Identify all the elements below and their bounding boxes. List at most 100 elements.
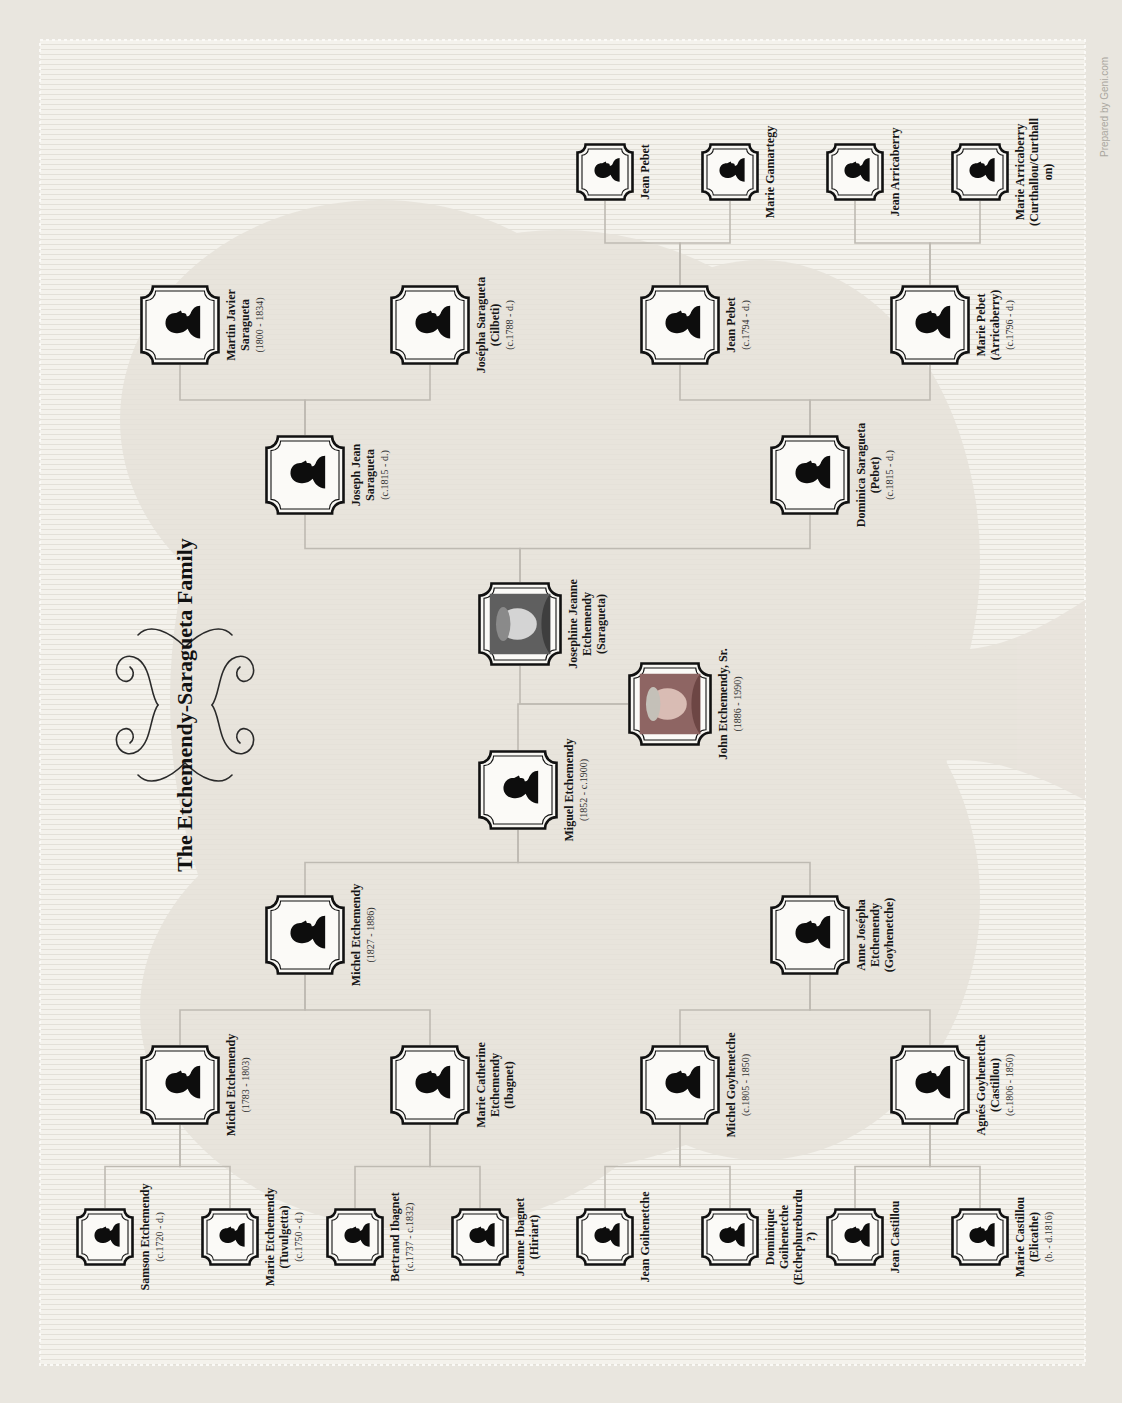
person-card: Jeanne Ibagnet (Hiriart): [451, 1183, 542, 1291]
life-dates: (c.1805 - 1850): [740, 1029, 752, 1141]
frame-outline: [772, 437, 849, 514]
life-dates: (c.1794 - d.): [740, 269, 752, 381]
frame-inner: [146, 1051, 214, 1119]
portrait-frame: [201, 1208, 259, 1266]
parent-link: [680, 365, 810, 435]
person-name: Josephine Jeanne Etchemendy (Saragueta): [567, 564, 608, 684]
watermark: Prepared by Geni.com: [1099, 57, 1110, 157]
portrait-photo: [490, 594, 550, 654]
frame-graphic: [890, 285, 970, 365]
person-name: Anne Josépha Etchemendy (Goyhenetche): [855, 879, 896, 991]
silhouette: [94, 1223, 119, 1247]
frame-graphic: [451, 1208, 509, 1266]
parent-link: [180, 1125, 230, 1208]
silhouette: [969, 158, 994, 182]
portrait-frame: [701, 1208, 759, 1266]
portrait-frame: [451, 1208, 509, 1266]
person-card: Miguel Etchemendy(1852 - c.1900): [478, 730, 589, 850]
parent-link: [305, 515, 520, 582]
frame-graphic: [951, 1208, 1009, 1266]
person-card: Jean Arricaberry: [826, 118, 903, 226]
frame-inner: [582, 149, 628, 195]
parent-link: [305, 365, 430, 435]
person-name: Martin Javier Saragueta: [225, 269, 253, 381]
person-name: Jean Pebet: [639, 118, 653, 226]
portrait-frame: [576, 143, 634, 201]
life-dates: (c.1737 - c.1832): [404, 1183, 416, 1291]
person-name: Jean Pebet: [725, 269, 739, 381]
silhouette: [844, 158, 869, 182]
frame-outline: [392, 1047, 469, 1124]
silhouette: [795, 916, 830, 949]
silhouette: [795, 456, 830, 489]
person-card: Jean Pebet(c.1794 - d.): [640, 269, 751, 381]
frame-graphic: [390, 285, 470, 365]
person-name: Bertrand Ibagnet: [389, 1183, 403, 1291]
parent-link: [810, 365, 930, 435]
parent-link: [680, 1125, 730, 1208]
person-card: Jean Castillou: [826, 1183, 903, 1291]
portrait-frame: [701, 143, 759, 201]
silhouette: [165, 1066, 200, 1099]
frame-graphic: [76, 1208, 134, 1266]
person-name: Agnés Goyhenetche (Castillou): [975, 1029, 1003, 1141]
life-dates: (c.1720 - d.): [154, 1183, 166, 1291]
portrait-frame: [478, 750, 558, 830]
person-name: Samson Etchemendy: [139, 1183, 153, 1291]
portrait-frame: [951, 1208, 1009, 1266]
silhouette: [844, 1223, 869, 1247]
portrait-frame: [951, 143, 1009, 201]
frame-outline: [828, 145, 883, 200]
person-name: Michel Etchemendy: [350, 879, 364, 991]
portrait-frame: [826, 143, 884, 201]
person-name: Marie Catherine Etchemendy (Ibagnet): [475, 1029, 516, 1141]
person-card: Dominique Goihenetche (Etchephureburdu ?…: [701, 1183, 819, 1291]
frame-outline: [267, 897, 344, 974]
silhouette: [594, 158, 619, 182]
frame-outline: [453, 1210, 508, 1265]
frame-graphic: [576, 1208, 634, 1266]
life-dates: (1852 - c.1900): [578, 730, 590, 850]
frame-outline: [328, 1210, 383, 1265]
person-name: Jean Castillou: [889, 1183, 903, 1291]
portrait-photo: [640, 674, 700, 734]
frame-inner: [646, 1051, 714, 1119]
person-name: Jean Arricaberry: [889, 118, 903, 226]
frame-inner: [707, 1214, 753, 1260]
life-dates: (1827 - 1886): [365, 879, 377, 991]
frame-outline: [703, 1210, 758, 1265]
person-card: Marie Gamartegy: [701, 118, 778, 226]
frame-graphic: [140, 1045, 220, 1125]
silhouette: [665, 306, 700, 339]
frame-graphic: [326, 1208, 384, 1266]
person-card: Jean Goihenetche: [576, 1183, 653, 1291]
silhouette: [290, 456, 325, 489]
frame-graphic: [890, 1045, 970, 1125]
frame-inner: [271, 441, 339, 509]
frame-inner: [396, 291, 464, 359]
person-name: Dominique Goihenetche (Etchephureburdu ?…: [764, 1183, 819, 1291]
portrait-frame: [890, 1045, 970, 1125]
person-card: Anne Josépha Etchemendy (Goyhenetche): [770, 879, 896, 991]
portrait-frame: [770, 895, 850, 975]
frame-outline: [953, 1210, 1008, 1265]
frame-inner: [896, 291, 964, 359]
person-name: John Etchemendy, Sr.: [717, 637, 731, 771]
person-card: Michel Etchemendy(1827 - 1886): [265, 879, 376, 991]
frame-inner: [957, 1214, 1003, 1260]
frame-inner: [332, 1214, 378, 1260]
frame-outline: [828, 1210, 883, 1265]
person-card: Michel Etchemendy(1783 - 1803): [140, 1029, 251, 1141]
portrait-frame: [265, 895, 345, 975]
frame-graphic: [826, 1208, 884, 1266]
person-name: Dominica Saragueta (Pebet): [855, 419, 883, 531]
parent-link: [680, 201, 730, 285]
silhouette: [915, 306, 950, 339]
frame-inner: [396, 1051, 464, 1119]
frame-graphic: [640, 285, 720, 365]
frame-graphic: [140, 285, 220, 365]
silhouette: [165, 306, 200, 339]
